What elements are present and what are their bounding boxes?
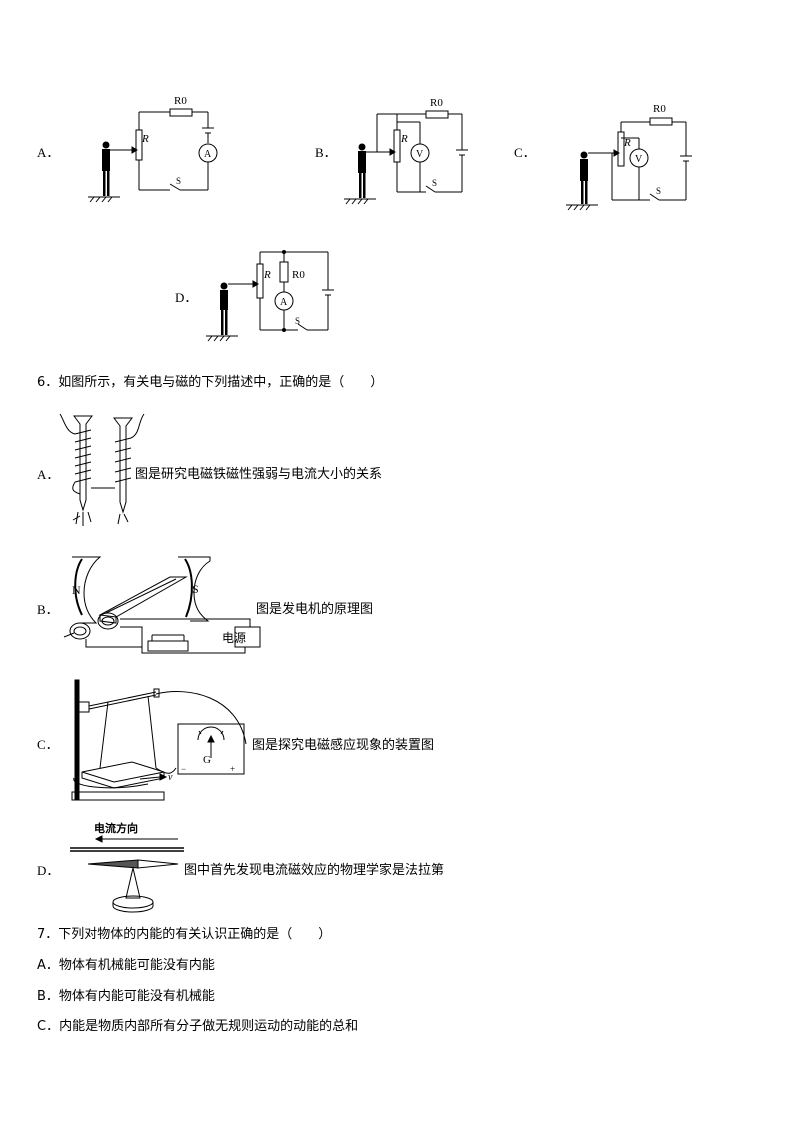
q7-option-c: C．内能是物质内部所有分子做无规则运动的动能的总和 — [37, 1019, 359, 1034]
resistor-label: R — [400, 133, 408, 145]
svg-text:+: + — [230, 764, 235, 774]
switch-label: S — [295, 316, 300, 326]
q6-option-c-text: 图是探究电磁感应现象的装置图 — [252, 738, 435, 753]
voltmeter-label: V — [416, 149, 424, 160]
current-direction-label: 电流方向 — [94, 821, 138, 835]
option-a-letter: A． — [37, 145, 60, 160]
switch-label: S — [432, 178, 437, 188]
electromagnet-diagram — [59, 413, 145, 526]
oersted-experiment-diagram: 电流方向 — [70, 821, 184, 913]
circuit-diagram-d: R R0 A S — [206, 250, 334, 342]
svg-text:−: − — [181, 764, 186, 774]
electromagnetic-induction-diagram: G v − + — [71, 679, 247, 801]
q7-option-b: B．物体有内能可能没有机械能 — [37, 989, 215, 1004]
question-7-stem: 7．下列对物体的内能的有关认识正确的是（ ） — [37, 927, 332, 942]
circuit-diagram-c: R R0 V S — [566, 103, 692, 211]
galvanometer-label: G — [203, 754, 211, 766]
ammeter-label: A — [280, 297, 288, 308]
switch-label: S — [176, 176, 181, 186]
resistor-label: R — [263, 269, 271, 281]
resistor-label: R — [623, 137, 631, 149]
voltmeter-label: V — [635, 154, 643, 165]
option-d-letter: D． — [175, 290, 198, 305]
q7-option-a: A．物体有机械能可能没有内能 — [37, 958, 215, 973]
ammeter-label: A — [204, 149, 212, 160]
q6-option-c-letter: C． — [37, 737, 59, 752]
south-pole-label: S — [192, 582, 199, 596]
q6-option-d-text: 图中首先发现电流磁效应的物理学家是法拉第 — [184, 863, 445, 878]
switch-label: S — [656, 186, 661, 196]
north-pole-label: N — [72, 583, 81, 597]
q6-option-a-letter: A． — [37, 467, 60, 482]
r0-label: R0 — [653, 103, 666, 115]
generator-motor-diagram: N S 电源 — [63, 556, 261, 654]
r0-label: R0 — [174, 95, 187, 107]
velocity-label: v — [168, 772, 173, 783]
q6-option-b-letter: B． — [37, 602, 59, 617]
q6-option-d-letter: D． — [37, 863, 60, 878]
r0-label: R0 — [430, 97, 443, 109]
circuit-diagram-b: R R0 V S — [344, 97, 468, 205]
r0-label: R0 — [292, 269, 305, 281]
power-source-label: 电源 — [222, 631, 246, 645]
q6-option-a-text: 图是研究电磁铁磁性强弱与电流大小的关系 — [135, 467, 383, 482]
resistor-label: R — [141, 133, 149, 145]
option-c-letter: C． — [514, 145, 536, 160]
option-b-letter: B． — [315, 145, 337, 160]
q6-option-b-text: 图是发电机的原理图 — [256, 602, 374, 617]
circuit-diagram-a: R R0 A S — [88, 95, 218, 203]
question-6-stem: 6．如图所示，有关电与磁的下列描述中，正确的是（ ） — [37, 375, 384, 390]
